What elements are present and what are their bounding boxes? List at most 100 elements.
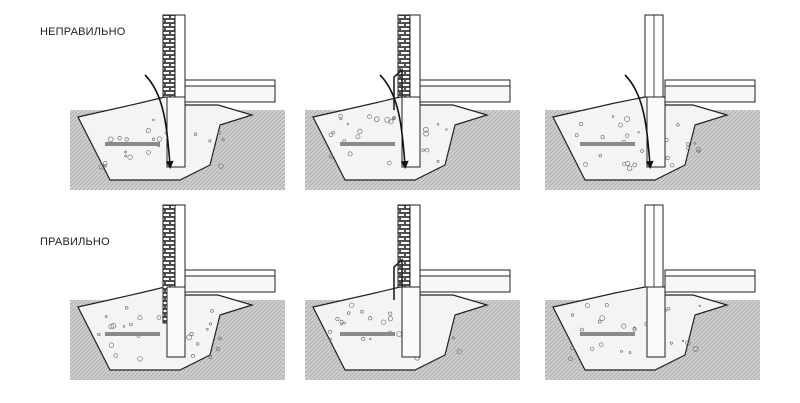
aggregate-dot: [622, 162, 627, 167]
concrete-foundation: [77, 286, 255, 371]
aggregate-dot: [191, 353, 195, 358]
aggregate-dot: [685, 340, 691, 346]
aggregate-dot: [624, 116, 631, 122]
aggregate-dot: [122, 325, 126, 328]
aggregate-dot: [367, 114, 372, 119]
aggregate-dot: [208, 355, 213, 359]
aggregate-dot: [361, 336, 366, 341]
aggregate-dot: [585, 303, 590, 309]
aggregate-dot: [328, 329, 332, 334]
aggregate-dot: [156, 136, 163, 142]
aggregate-dot: [107, 136, 114, 143]
aggregate-dot: [196, 342, 200, 346]
aggregate-dot: [129, 322, 133, 327]
floor-slab-top: [664, 269, 756, 277]
aggregate-dot: [347, 151, 353, 157]
floor-slab: [664, 275, 756, 293]
aggregate-dot: [421, 148, 425, 152]
aggregate-dot: [666, 306, 671, 311]
aggregate-dot: [124, 150, 128, 154]
aggregate-dot: [436, 123, 440, 126]
aggregate-dot: [329, 337, 332, 341]
aggregate-dot: [221, 138, 225, 142]
aggregate-dot: [335, 317, 340, 322]
aggregate-dot: [670, 163, 675, 168]
panel-right-brick-wall-stepped: [305, 204, 520, 380]
aggregate-dot: [392, 116, 396, 120]
aggregate-dot: [620, 350, 623, 353]
aggregate-dot: [137, 356, 143, 362]
rebar: [580, 142, 635, 146]
aggregate-dot: [328, 132, 334, 138]
aggregate-dot: [589, 346, 595, 351]
aggregate-dot: [598, 154, 602, 158]
aggregate-dot: [108, 323, 114, 330]
aggregate-dot: [597, 319, 602, 324]
floor-slab-top: [184, 269, 276, 277]
aggregate-dot: [640, 149, 644, 153]
aggregate-dot: [145, 128, 151, 134]
aggregate-dot: [340, 323, 343, 326]
aggregate-dot: [186, 334, 192, 341]
aggregate-dot: [611, 115, 615, 118]
aggregate-dot: [618, 122, 623, 128]
panel-right-plain-wall: [545, 204, 760, 380]
panel-wrong-brick-wall-stepped: [305, 14, 520, 190]
aggregate-dot: [152, 118, 155, 122]
aggregate-dot: [103, 164, 107, 168]
concrete-foundation: [77, 96, 255, 181]
aggregate-dot: [598, 342, 604, 347]
aggregate-dot: [425, 148, 430, 153]
flashing: [393, 68, 403, 110]
aggregate-dot: [380, 319, 387, 325]
aggregate-dot: [669, 341, 673, 345]
aggregate-dot: [124, 137, 129, 142]
aggregate-dot: [387, 316, 393, 322]
aggregate-dot: [580, 327, 584, 332]
aggregate-dot: [216, 347, 220, 351]
aggregate-dot: [104, 315, 108, 318]
aggregate-dot: [632, 162, 638, 168]
aggregate-dot: [124, 306, 129, 310]
aggregate-dot: [355, 134, 361, 139]
aggregate-dot: [423, 126, 429, 133]
aggregate-dot: [117, 135, 122, 141]
floor-slab: [184, 85, 276, 103]
aggregate-dot: [456, 349, 462, 355]
panel-wrong-brick-wall: [70, 14, 285, 190]
floor-slab: [664, 85, 756, 103]
brick-wall: [162, 14, 176, 98]
aggregate-dot: [208, 139, 212, 143]
aggregate-dot: [628, 351, 632, 354]
aggregate-dot: [685, 142, 690, 146]
floor-slab-top: [184, 79, 276, 87]
rebar: [340, 142, 395, 146]
aggregate-dot: [676, 123, 680, 127]
label-right: ПРАВИЛЬНО: [40, 236, 110, 248]
footing-column: [401, 286, 421, 358]
aggregate-dot: [146, 150, 151, 155]
aggregate-dot: [209, 322, 213, 326]
rebar: [580, 332, 635, 336]
concrete-foundation: [552, 286, 730, 371]
floor-slab-top: [419, 79, 511, 87]
aggregate-dot: [624, 133, 630, 138]
flashing: [393, 258, 403, 300]
concrete-foundation: [312, 96, 490, 181]
label-wrong: НЕПРАВИЛЬНО: [40, 26, 126, 38]
aggregate-dot: [388, 119, 394, 125]
aggregate-dot: [346, 122, 349, 126]
aggregate-dot: [665, 156, 670, 161]
aggregate-dot: [605, 303, 609, 307]
wall-core: [409, 204, 421, 288]
aggregate-dot: [568, 356, 573, 362]
aggregate-dot: [373, 116, 380, 122]
aggregate-dot: [137, 315, 143, 321]
aggregate-dot: [632, 327, 637, 332]
wall-core: [409, 14, 421, 98]
water-arrow: [144, 74, 174, 169]
aggregate-dot: [388, 311, 393, 316]
aggregate-dot: [217, 131, 222, 135]
aggregate-dot: [681, 339, 684, 343]
